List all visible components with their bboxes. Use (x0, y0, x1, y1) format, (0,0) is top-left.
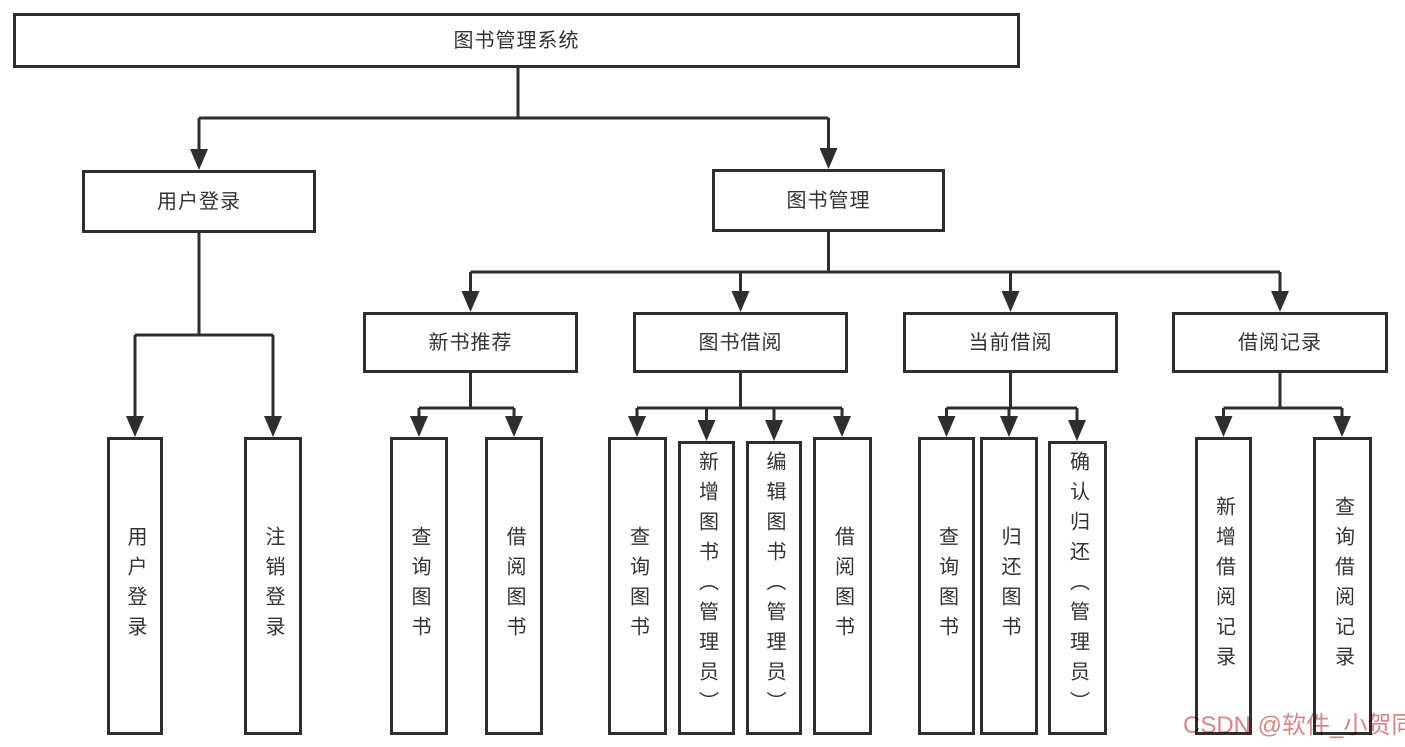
node-leaf-bb-borrow: 借阅图书 (813, 437, 872, 735)
node-user-login-label: 用户登录 (157, 190, 241, 213)
node-user-login: 用户登录 (82, 170, 316, 233)
node-leaf-bb-query-label: 查询图书 (626, 526, 649, 646)
node-leaf-br-add: 新增借阅记录 (1195, 437, 1252, 735)
node-borrow-records: 借阅记录 (1172, 312, 1388, 373)
node-leaf-user-login: 用户登录 (107, 437, 163, 735)
node-leaf-cb-confirm-label: 确认归还（管理员） (1066, 451, 1089, 721)
node-leaf-user-login-label: 用户登录 (124, 526, 146, 646)
node-borrow-records-label: 借阅记录 (1238, 331, 1322, 354)
node-leaf-rec-borrow: 借阅图书 (485, 437, 543, 735)
node-leaf-br-add-label: 新增借阅记录 (1212, 496, 1235, 676)
watermark: CSDN @软件_小贺同学 (1183, 712, 1405, 739)
node-leaf-logout: 注销登录 (244, 437, 302, 735)
node-leaf-bb-edit-label: 编辑图书（管理员） (763, 451, 785, 721)
node-leaf-br-query-label: 查询借阅记录 (1331, 496, 1354, 676)
node-root-label: 图书管理系统 (453, 29, 580, 52)
node-leaf-bb-add-label: 新增图书（管理员） (695, 451, 718, 721)
node-leaf-cb-confirm: 确认归还（管理员） (1048, 441, 1107, 735)
node-root: 图书管理系统 (13, 13, 1020, 68)
node-leaf-logout-label: 注销登录 (262, 526, 284, 646)
node-leaf-br-query: 查询借阅记录 (1313, 437, 1372, 735)
node-leaf-cb-query: 查询图书 (918, 437, 975, 735)
node-new-book-rec-label: 新书推荐 (428, 331, 513, 354)
node-leaf-rec-query-label: 查询图书 (408, 526, 430, 646)
node-leaf-bb-borrow-label: 借阅图书 (831, 526, 854, 646)
node-current-borrow: 当前借阅 (903, 312, 1118, 373)
node-leaf-cb-return: 归还图书 (980, 437, 1038, 735)
node-book-mgmt: 图书管理 (712, 169, 945, 232)
node-current-borrow-label: 当前借阅 (968, 331, 1053, 354)
node-leaf-bb-query: 查询图书 (608, 437, 667, 735)
node-leaf-cb-return-label: 归还图书 (998, 526, 1020, 646)
node-book-borrow: 图书借阅 (633, 312, 848, 373)
node-book-mgmt-label: 图书管理 (786, 189, 871, 212)
node-book-borrow-label: 图书借阅 (698, 331, 783, 354)
node-leaf-rec-query: 查询图书 (390, 437, 448, 735)
node-leaf-cb-query-label: 查询图书 (935, 526, 958, 646)
arrowheads (126, 148, 1351, 441)
node-leaf-bb-add: 新增图书（管理员） (678, 441, 735, 735)
node-leaf-rec-borrow-label: 借阅图书 (503, 526, 525, 646)
node-leaf-bb-edit: 编辑图书（管理员） (746, 441, 802, 735)
node-new-book-rec: 新书推荐 (363, 312, 578, 373)
